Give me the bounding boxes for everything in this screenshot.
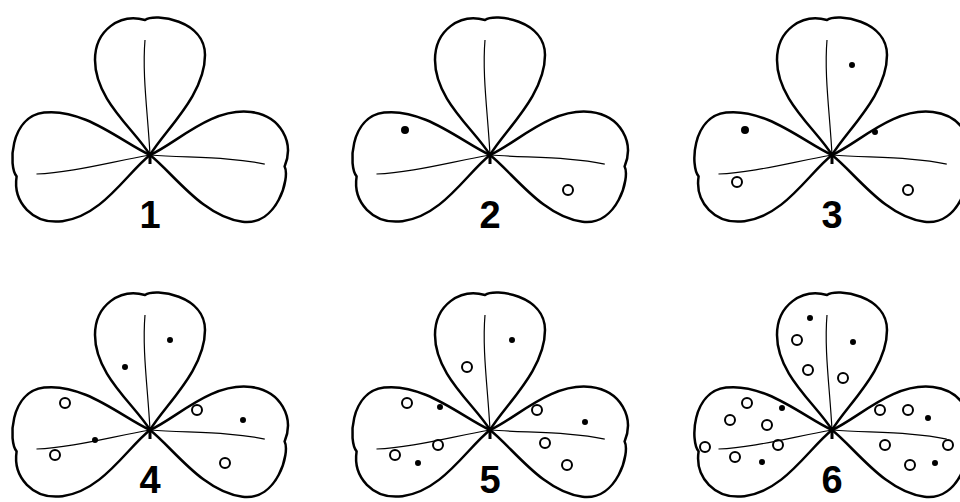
score-number: 2: [479, 196, 500, 234]
score-number: 5: [479, 461, 500, 499]
leaf-spots: [50, 63, 953, 470]
score-number: 1: [139, 196, 160, 234]
clover-leaf: [347, 293, 633, 502]
score-number: 3: [821, 196, 842, 234]
clover-leaf: [7, 293, 293, 502]
clover-leaf: [689, 293, 960, 502]
score-number: 6: [821, 461, 842, 499]
score-number: 4: [139, 461, 160, 499]
